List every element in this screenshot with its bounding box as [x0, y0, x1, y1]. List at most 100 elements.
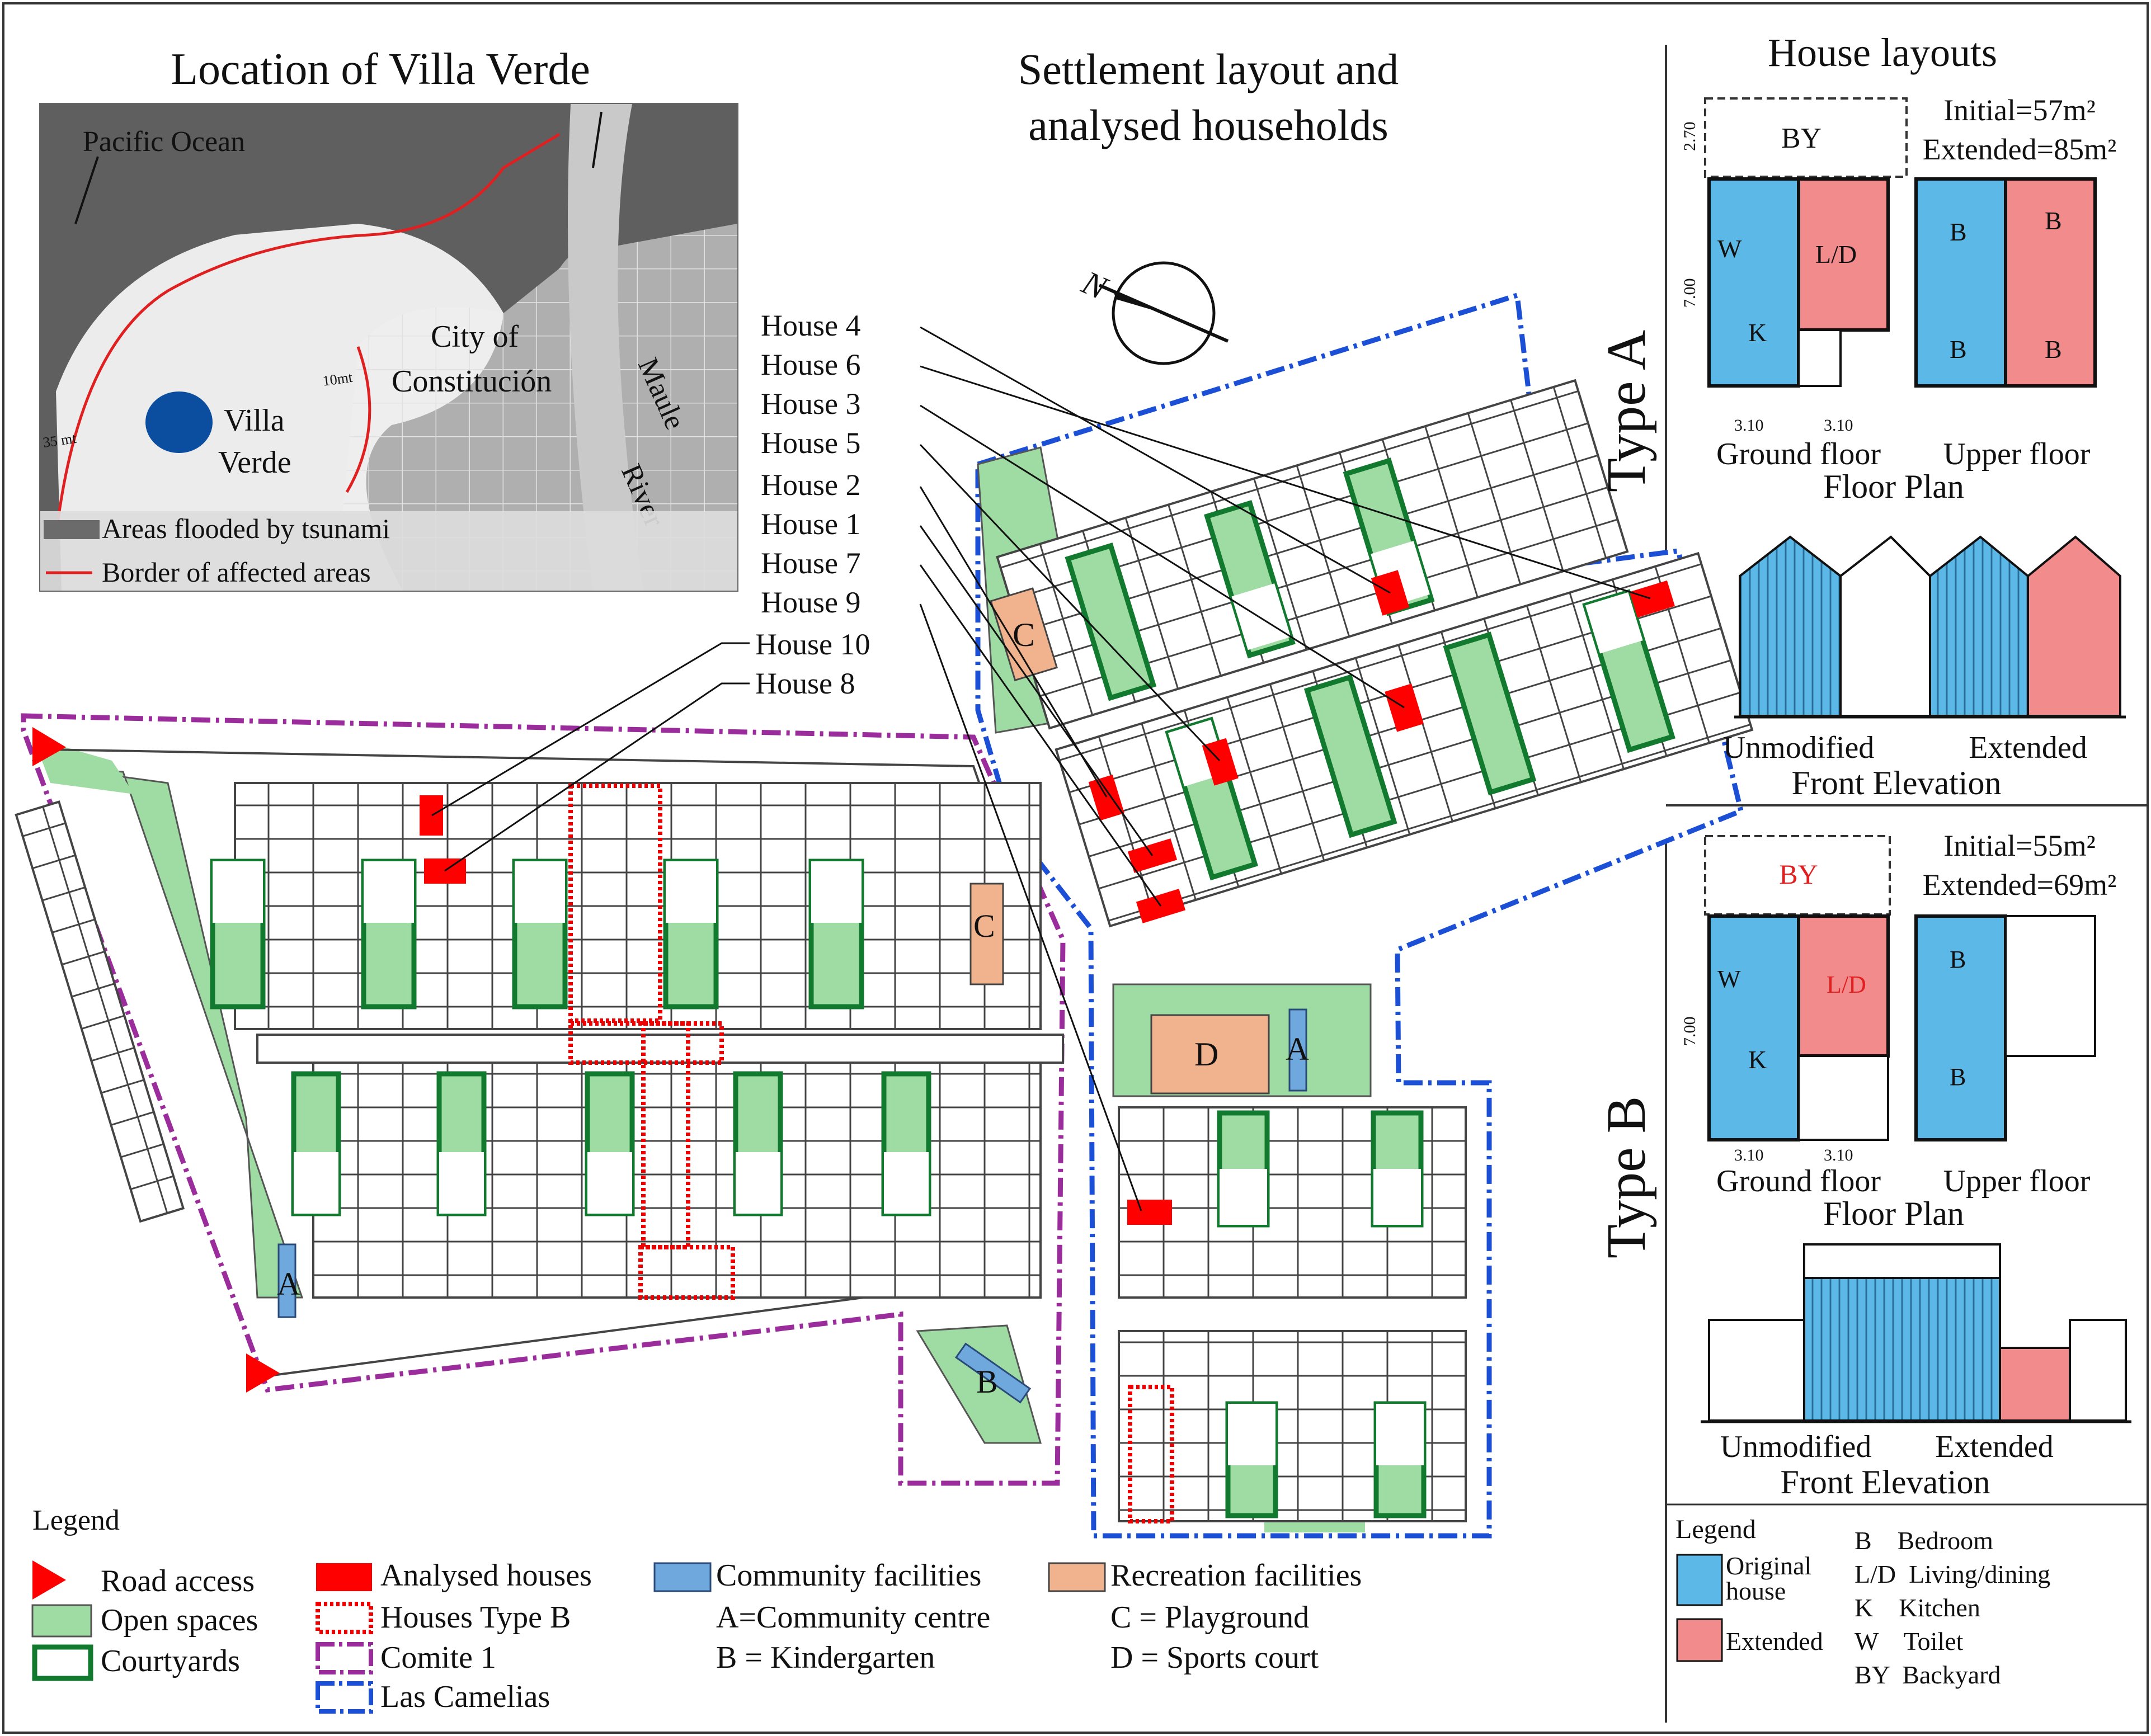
type-b-upper-b1: B: [1950, 946, 1966, 973]
legend-recreation-c: C = Playground: [1110, 1600, 1309, 1635]
location-panel: Location of Villa Verde Pacific Ocean Ci…: [39, 45, 738, 592]
community-centre-a-east: [1288, 1008, 1307, 1092]
legend-comite: Comite 1: [380, 1640, 496, 1675]
legend-code-b: B Bedroom: [1855, 1526, 1993, 1555]
road-access-north: [32, 727, 66, 766]
type-b-by: BY: [1779, 858, 1818, 890]
analysed-house-2: [1088, 775, 1124, 821]
legend-camelias-swatch: [316, 1681, 373, 1714]
legend-road-access: Road access: [101, 1564, 255, 1598]
type-b-label: Type B: [1595, 1096, 1657, 1258]
layouts-legend: Legend Original house Extended B Bedroom…: [1666, 1503, 2148, 1689]
legend-road-access-icon: [32, 1560, 66, 1600]
label-pacific-ocean: Pacific Ocean: [83, 126, 245, 158]
label-verde: Verde: [218, 445, 291, 480]
camelias-lower-blocks: [1118, 1106, 1467, 1523]
type-b-ground-label: Ground floor: [1716, 1164, 1881, 1199]
house-callouts: House 4 House 6 House 3 House 5 House 2 …: [431, 309, 1651, 1211]
analysed-house-9: [1127, 1200, 1172, 1225]
type-b-plan-title: Floor Plan: [1823, 1195, 1964, 1232]
label-b: B: [976, 1364, 998, 1400]
type-a-extended-elev: Extended: [1969, 730, 2087, 765]
type-a-dim-270: 2.70: [1681, 122, 1699, 152]
analysed-house-6: [1629, 580, 1675, 618]
type-b-elevation: [1701, 1243, 2131, 1423]
legend-comite-swatch: [316, 1642, 373, 1674]
legend-code-w: W Toilet: [1855, 1627, 1964, 1655]
legend-courtyards-swatch: [32, 1644, 93, 1681]
legend-code-by: BY Backyard: [1855, 1660, 2001, 1689]
type-b-ground-plan: BY W K L/D 7.00 3.10 3.10: [1681, 835, 1891, 1164]
main-legend: Legend Road access Open spaces Courtyard…: [31, 1504, 1362, 1714]
sports-court-d: [1150, 1014, 1270, 1095]
legend-original: Original: [1726, 1551, 1811, 1580]
legend-flooded: Areas flooded by tsunami: [102, 513, 390, 544]
type-a-elevation: [1734, 535, 2126, 719]
open-space-west: [44, 765, 304, 1299]
type-b-room-w: W: [1717, 965, 1741, 993]
road-access-south: [246, 1353, 280, 1393]
type-a-room-w: W: [1717, 234, 1742, 263]
type-b-extended-elev: Extended: [1935, 1430, 2053, 1464]
type-a-dim-310a: 3.10: [1734, 416, 1764, 435]
legend-code-k: K Kitchen: [1855, 1593, 1980, 1622]
community-centre-a-west: [277, 1243, 296, 1318]
houses-type-b-camelias: [1128, 1385, 1174, 1523]
analysed-house-10: [420, 795, 443, 836]
type-a-unmodified: Unmodified: [1723, 730, 1875, 765]
legend-open-spaces: Open spaces: [101, 1603, 258, 1638]
callout-house-4: House 4: [761, 309, 860, 342]
type-a-plan-title: Floor Plan: [1823, 468, 1964, 505]
type-a-elev-title: Front Elevation: [1792, 765, 2002, 801]
camelias-upper-blocks: [996, 379, 1754, 928]
callout-house-6: House 6: [761, 348, 860, 381]
type-a-ground-label: Ground floor: [1716, 437, 1881, 471]
callout-house-10: House 10: [755, 628, 870, 661]
type-b-dim-310a: 3.10: [1734, 1146, 1764, 1164]
legend-community-b: B = Kindergarten: [716, 1640, 935, 1675]
type-a-upper-b1: B: [1950, 218, 1967, 246]
type-a-upper-b2: B: [1950, 335, 1967, 364]
type-b-upper-label: Upper floor: [1943, 1164, 2091, 1199]
type-a-dim-310b: 3.10: [1824, 416, 1853, 435]
type-a-ground-plan: BY W K L/D 2.70 7.00 3.10 3.10: [1681, 97, 1908, 435]
type-b-dim-310b: 3.10: [1824, 1146, 1853, 1164]
legend-extended: Extended: [1726, 1627, 1823, 1655]
maule-river: [568, 104, 643, 591]
type-a-initial: Initial=57m²: [1943, 93, 2096, 127]
type-b-upper-b2: B: [1950, 1063, 1966, 1091]
legend-analysed-swatch: [316, 1563, 372, 1591]
type-a-by: BY: [1781, 122, 1821, 154]
type-b-room-ld: L/D: [1827, 971, 1866, 998]
playground-c-north: [990, 587, 1058, 682]
compass: N: [1076, 261, 1229, 365]
type-a-room-k: K: [1748, 318, 1767, 347]
open-space-b: [916, 1324, 1042, 1444]
houses-type-b-comite: [568, 784, 735, 1300]
type-a-upper-label: Upper floor: [1943, 437, 2091, 471]
layouts-title: House layouts: [1768, 30, 1997, 75]
legend-community-a: A=Community centre: [716, 1600, 990, 1635]
playground-c-south: [969, 883, 1004, 985]
type-b-initial: Initial=55m²: [1943, 829, 2096, 862]
legend-camelias: Las Camelias: [380, 1680, 550, 1714]
legend-courtyards: Courtyards: [101, 1644, 240, 1678]
type-b-dim-700: 7.00: [1681, 1017, 1699, 1046]
kindergarten-b: [954, 1342, 1032, 1404]
west-lot-strip: [15, 800, 185, 1223]
callout-house-8: House 8: [755, 667, 855, 700]
main-legend-title: Legend: [32, 1504, 120, 1536]
north-label: N: [1076, 263, 1114, 307]
legend-code-ld: L/D Living/dining: [1855, 1560, 2050, 1588]
type-b-unmodified: Unmodified: [1720, 1430, 1872, 1464]
type-b-upper-plan: B B: [1914, 914, 2096, 1141]
location-title: Location of Villa Verde: [171, 45, 590, 94]
legend-recreation-d: D = Sports court: [1110, 1640, 1319, 1675]
legend-recreation-swatch: [1048, 1562, 1106, 1592]
type-a-room-ld: L/D: [1815, 240, 1857, 268]
label-a-west: A: [277, 1266, 300, 1302]
type-b-room-k: K: [1748, 1045, 1767, 1074]
callout-house-5: House 5: [761, 426, 860, 460]
